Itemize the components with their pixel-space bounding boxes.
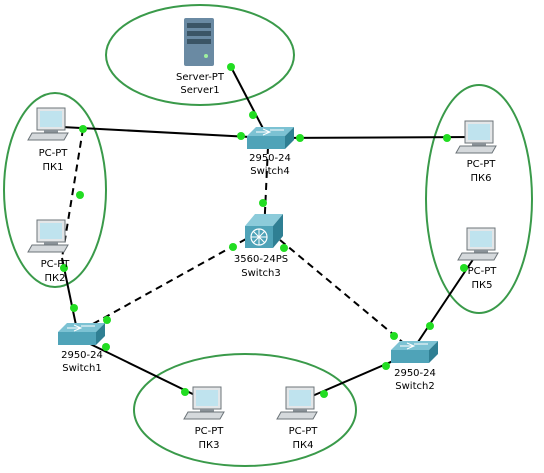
link-switch4-pk6 bbox=[269, 136, 476, 139]
link-switch3-switch2 bbox=[279, 239, 413, 351]
pc-icon bbox=[457, 227, 499, 261]
port-dot bbox=[70, 304, 78, 312]
device-model-label: Server-PT bbox=[176, 72, 225, 83]
device-model-label: PC-PT bbox=[195, 426, 225, 437]
device-pk6[interactable]: PC-PT ПК6 bbox=[455, 120, 497, 184]
port-dot bbox=[103, 316, 111, 324]
pc-icon bbox=[27, 219, 69, 253]
multilayer-switch-icon bbox=[245, 214, 283, 248]
device-pk5[interactable]: PC-PT ПК5 bbox=[457, 227, 499, 291]
port-dot bbox=[296, 134, 304, 142]
group-ellipse-bottom bbox=[133, 353, 357, 467]
device-switch2[interactable]: 2950-24 Switch2 bbox=[391, 341, 438, 392]
device-pk1[interactable]: PC-PT ПК1 bbox=[27, 107, 69, 173]
device-name-label: Switch4 bbox=[250, 166, 289, 177]
device-name-label: ПК1 bbox=[43, 162, 64, 173]
device-model-label: PC-PT bbox=[467, 159, 497, 170]
pc-icon bbox=[27, 107, 69, 141]
port-dot bbox=[76, 191, 84, 199]
port-dot bbox=[390, 332, 398, 340]
device-name-label: ПК5 bbox=[472, 280, 493, 291]
port-dot bbox=[259, 199, 267, 207]
device-server1[interactable]: Server-PT Server1 bbox=[176, 18, 225, 96]
device-model-label: 2950-24 bbox=[394, 368, 436, 379]
pc-icon bbox=[276, 386, 318, 420]
port-dot bbox=[382, 362, 390, 370]
switch-icon bbox=[247, 127, 294, 149]
device-switch3[interactable]: 3560-24PS Switch3 bbox=[234, 214, 288, 279]
device-name-label: Switch2 bbox=[395, 381, 434, 392]
device-pk3[interactable]: PC-PT ПК3 bbox=[183, 386, 225, 451]
devices: Server-PT Server1 2950-24 Switch4 bbox=[27, 18, 499, 451]
port-dot bbox=[443, 134, 451, 142]
port-dot bbox=[280, 244, 288, 252]
device-name-label: ПК2 bbox=[45, 273, 66, 284]
port-dot bbox=[320, 390, 328, 398]
link-switch3-switch1 bbox=[81, 238, 247, 331]
device-name-label: Server1 bbox=[180, 85, 219, 96]
device-pk2[interactable]: PC-PT ПК2 bbox=[27, 219, 71, 284]
link-switch4-switch3 bbox=[263, 146, 269, 234]
device-name-label: Switch3 bbox=[241, 268, 280, 279]
port-dot bbox=[79, 125, 87, 133]
device-name-label: ПК4 bbox=[293, 440, 314, 451]
pc-icon bbox=[455, 120, 497, 154]
device-model-label: PC-PT bbox=[39, 148, 69, 159]
port-dot bbox=[102, 343, 110, 351]
link-server1-switch4 bbox=[230, 66, 269, 139]
device-switch4[interactable]: 2950-24 Switch4 bbox=[247, 127, 294, 177]
device-model-label: 2950-24 bbox=[249, 153, 291, 164]
port-dot bbox=[460, 264, 468, 272]
port-dot bbox=[181, 388, 189, 396]
switch-icon bbox=[58, 323, 105, 345]
device-model-label: 2950-24 bbox=[61, 350, 103, 361]
port-dot bbox=[229, 243, 237, 251]
link-pk1-switch4 bbox=[61, 126, 271, 139]
device-name-label: Switch1 bbox=[62, 363, 101, 374]
group-ellipse-right bbox=[425, 84, 533, 314]
port-dot bbox=[60, 264, 68, 272]
group-ellipses bbox=[3, 4, 533, 467]
pc-icon bbox=[183, 386, 225, 420]
port-dot bbox=[227, 63, 235, 71]
port-dot bbox=[249, 111, 257, 119]
device-name-label: ПК6 bbox=[471, 173, 492, 184]
device-model-label: PC-PT bbox=[41, 259, 71, 270]
group-ellipse-server bbox=[105, 4, 295, 106]
device-name-label: ПК3 bbox=[199, 440, 220, 451]
device-model-label: 3560-24PS bbox=[234, 254, 288, 265]
port-indicators bbox=[60, 63, 468, 398]
server-icon bbox=[184, 18, 214, 66]
switch-icon bbox=[391, 341, 438, 363]
port-dot bbox=[426, 322, 434, 330]
device-switch1[interactable]: 2950-24 Switch1 bbox=[58, 323, 105, 374]
device-model-label: PC-PT bbox=[468, 266, 498, 277]
device-pk4[interactable]: PC-PT ПК4 bbox=[276, 386, 319, 451]
device-model-label: PC-PT bbox=[289, 426, 319, 437]
port-dot bbox=[237, 132, 245, 140]
group-ellipse-left bbox=[3, 92, 107, 288]
